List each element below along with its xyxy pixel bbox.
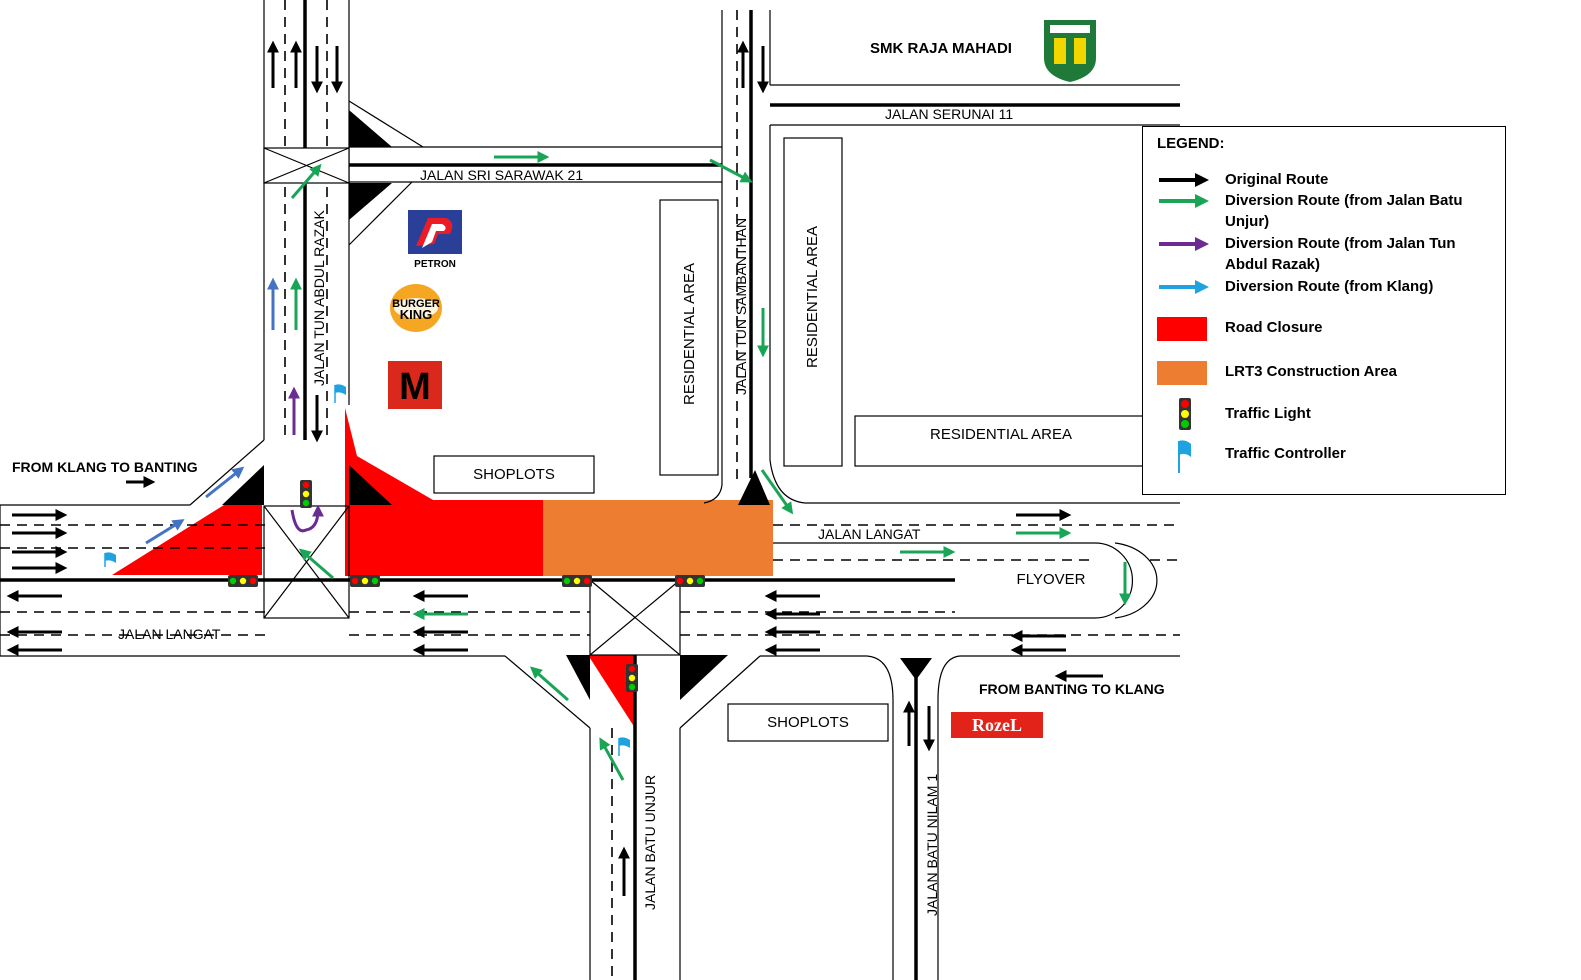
- smk-school-crest-icon: [1044, 20, 1096, 82]
- traffic-light-icon: [228, 575, 258, 587]
- label-jalan-tun-sambanthan: JALAN TUN SAMBANTHAN: [733, 218, 749, 395]
- svg-text:RozeL: RozeL: [972, 715, 1022, 735]
- label-jalan-langat-east: JALAN LANGAT: [818, 526, 921, 542]
- label-jalan-tun-abdul-razak: JALAN TUN ABDUL RAZAK: [311, 210, 327, 386]
- legend: LEGEND: Original Route Diversion Route (…: [1142, 126, 1506, 495]
- closure-areas: [112, 408, 773, 728]
- traffic-light-icon: [300, 480, 312, 508]
- label-jalan-serunai: JALAN SERUNAI 11: [885, 106, 1013, 122]
- legend-item-traffic-light: Traffic Light: [1157, 397, 1495, 433]
- construction-swatch: [1157, 361, 1207, 385]
- lane-markings: [0, 0, 1180, 980]
- residential-box-1: [659, 199, 719, 476]
- label-shoplots-south: SHOPLOTS: [767, 714, 849, 731]
- label-residential-1: RESIDENTIAL AREA: [681, 263, 698, 405]
- legend-title: LEGEND:: [1157, 135, 1225, 152]
- residential-box-2: [783, 137, 843, 467]
- label-jalan-batu-nilam: JALAN BATU NILAM 1: [924, 774, 940, 916]
- label-jalan-sri-sarawak: JALAN SRI SARAWAK 21: [420, 167, 583, 183]
- diversion-green-arrows: [290, 151, 1131, 781]
- residential-box-3: [854, 415, 1148, 467]
- traffic-light-icon: [1179, 398, 1191, 430]
- label-jalan-batu-unjur: JALAN BATU UNJUR: [642, 775, 658, 910]
- legend-item-traffic-controller: Traffic Controller: [1157, 439, 1495, 475]
- mcdonalds-logo: M: [388, 361, 442, 409]
- label-smk-raja-mahadi: SMK RAJA MAHADI: [870, 40, 1012, 57]
- burger-king-logo: BURGER KING: [390, 284, 442, 332]
- traffic-light-icon: [350, 575, 380, 587]
- traffic-controller-flag-icon: [334, 384, 346, 403]
- legend-item-diversion-klang: Diversion Route (from Klang): [1157, 276, 1495, 298]
- label-jalan-langat-west: JALAN LANGAT: [118, 626, 221, 642]
- label-from-klang-to-banting: FROM KLANG TO BANTING: [12, 459, 198, 475]
- arrow-black-icon: [1159, 173, 1209, 187]
- legend-item-diversion-tun-abdul-razak: Diversion Route (from Jalan Tun Abdul Ra…: [1157, 233, 1495, 275]
- legend-item-road-closure: Road Closure: [1157, 317, 1495, 341]
- traffic-light-icon: [562, 575, 592, 587]
- diversion-blue-arrows: [145, 277, 279, 545]
- petron-logo: PETRON: [408, 210, 462, 270]
- lrt3-construction-area: [543, 500, 773, 576]
- svg-text:BURGER: BURGER: [392, 298, 440, 310]
- traffic-lights: [228, 480, 705, 692]
- svg-text:PETRON: PETRON: [414, 259, 456, 270]
- traffic-controller-flag-icon: [618, 737, 630, 756]
- arrow-lightblue-icon: [1159, 280, 1209, 294]
- original-route-arrows: [6, 40, 1103, 896]
- diversion-purple-arrows: [288, 386, 324, 533]
- area-boxes: [433, 137, 1148, 742]
- traffic-controller-flag-icon: [104, 552, 116, 567]
- traffic-controller-flag-icon: [1178, 440, 1191, 473]
- svg-text:KING: KING: [400, 307, 433, 322]
- traffic-light-icon: [675, 575, 705, 587]
- road-closure-west-wedge: [112, 500, 262, 575]
- junction-boxes: [263, 147, 681, 656]
- road-closure-langat-main: [345, 500, 543, 576]
- label-flyover: FLYOVER: [1017, 571, 1086, 588]
- traffic-light-icon: [626, 664, 638, 692]
- arrow-green-icon: [1159, 194, 1209, 208]
- label-residential-2: RESIDENTIAL AREA: [804, 226, 821, 368]
- svg-text:M: M: [399, 366, 431, 408]
- traffic-controllers: [104, 384, 630, 756]
- road-edges: [0, 0, 1180, 980]
- label-shoplots-north: SHOPLOTS: [473, 466, 555, 483]
- arrow-purple-icon: [1159, 237, 1209, 251]
- map-labels: SMK RAJA MAHADI JALAN SERUNAI 11 JALAN S…: [12, 40, 1165, 916]
- legend-item-lrt3-construction: LRT3 Construction Area: [1157, 361, 1495, 385]
- road-closure-swatch: [1157, 317, 1207, 341]
- legend-item-diversion-batu-unjur: Diversion Route (from Jalan Batu Unjur): [1157, 190, 1495, 232]
- rozel-logo: RozeL: [951, 712, 1043, 738]
- label-from-banting-to-klang: FROM BANTING TO KLANG: [979, 681, 1165, 697]
- shoplots-south-box: [727, 703, 889, 742]
- road-closure-razak-wedge: [345, 408, 433, 500]
- label-residential-3: RESIDENTIAL AREA: [930, 426, 1072, 443]
- corner-islands: [222, 110, 932, 700]
- legend-item-original-route: Original Route: [1157, 169, 1495, 191]
- road-closure-unjur-wedge: [588, 655, 635, 728]
- road-centre-lines: [0, 0, 1180, 980]
- shoplots-north-box: [433, 455, 595, 494]
